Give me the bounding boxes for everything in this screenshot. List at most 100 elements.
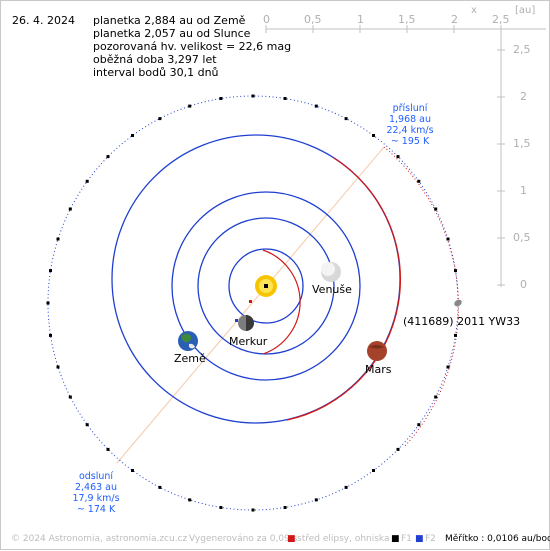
earth-orbit bbox=[171, 191, 361, 381]
axis-y bbox=[497, 29, 505, 287]
info-sun-distance: planetka 2,057 au od Slunce bbox=[93, 27, 251, 40]
venus-label: Venuše bbox=[312, 283, 352, 296]
asteroid-orbit-red-part bbox=[383, 146, 459, 447]
generated-time: Vygenerováno za 0,09 s bbox=[189, 534, 298, 544]
interval-point bbox=[68, 395, 72, 399]
interval-point bbox=[446, 365, 450, 369]
aphelion-speed: 17,9 km/s bbox=[72, 493, 120, 504]
interval-point bbox=[446, 237, 450, 241]
interval-point bbox=[251, 94, 255, 98]
interval-point bbox=[283, 97, 287, 100]
aphelion-label: odsluní 2,463 au 17,9 km/s ~ 174 K bbox=[69, 471, 123, 515]
x-tick-label: 2 bbox=[451, 13, 458, 26]
legend-f1-marker: ■ bbox=[391, 534, 400, 544]
interval-point bbox=[396, 447, 400, 451]
x-tick-label: 1,5 bbox=[398, 13, 416, 26]
x-tick-label: 2,5 bbox=[492, 13, 510, 26]
interval-point bbox=[251, 508, 255, 512]
scale-label: Měřítko : 0,0106 au/bod bbox=[445, 534, 550, 544]
interval-points bbox=[46, 94, 460, 512]
interval-point bbox=[219, 506, 223, 509]
interval-point bbox=[454, 269, 457, 273]
interval-point bbox=[85, 179, 89, 183]
legend-f2-label: F2 bbox=[425, 534, 436, 544]
interval-point bbox=[434, 395, 438, 399]
interval-point bbox=[372, 469, 375, 472]
focus-f2-marker bbox=[235, 319, 238, 322]
ellipse-center-marker bbox=[249, 300, 252, 303]
info-period: oběžná doba 3,297 let bbox=[93, 53, 217, 66]
info-earth-distance: planetka 2,884 au od Země bbox=[93, 14, 246, 27]
aphelion-distance: 2,463 au bbox=[74, 482, 118, 493]
interval-point bbox=[158, 485, 162, 489]
inner-red-arc bbox=[262, 249, 301, 355]
interval-point bbox=[344, 117, 348, 121]
interval-point bbox=[106, 155, 110, 159]
interval-point bbox=[49, 333, 52, 337]
date-label: 26. 4. 2024 bbox=[12, 14, 75, 27]
venus-icon bbox=[321, 262, 341, 282]
y-tick-label: 1,5 bbox=[513, 137, 531, 150]
earth-icon bbox=[178, 331, 198, 351]
x-tick-label: 1 bbox=[357, 13, 364, 26]
perihelion-distance: 1,968 au bbox=[388, 114, 432, 125]
mars-icon bbox=[367, 341, 387, 361]
interval-point bbox=[188, 104, 192, 108]
legend-f2-marker: ■ bbox=[415, 534, 424, 544]
info-panel: planetka 2,884 au od Země planetka 2,057… bbox=[93, 14, 291, 79]
interval-point bbox=[188, 498, 192, 502]
interval-point bbox=[56, 365, 60, 369]
copyright-text: © 2024 Astronomia, astronomia.zcu.cz bbox=[11, 534, 188, 544]
asteroid-label: (411689) 2011 YW33 bbox=[403, 315, 521, 328]
interval-point bbox=[49, 269, 52, 273]
info-magnitude: pozorovaná hv. velikost = 22,6 mag bbox=[93, 40, 292, 53]
axis-x bbox=[265, 25, 546, 33]
x-axis-unit: x bbox=[471, 5, 477, 16]
interval-point bbox=[219, 97, 223, 100]
y-axis-unit: [au] bbox=[515, 5, 536, 16]
legend-center-marker: ■ bbox=[287, 534, 296, 544]
y-tick-label: 1 bbox=[520, 184, 527, 197]
perihelion-title: přísluní bbox=[392, 103, 428, 114]
x-tick-label: 0,5 bbox=[304, 13, 322, 26]
interval-point bbox=[372, 134, 375, 137]
interval-point bbox=[158, 117, 162, 121]
mercury-icon bbox=[238, 315, 254, 331]
info-interval: interval bodů 30,1 dnů bbox=[93, 66, 219, 79]
interval-point bbox=[56, 237, 60, 241]
interval-point bbox=[396, 155, 400, 159]
interval-point bbox=[106, 447, 110, 451]
x-tick-label: 0 bbox=[263, 13, 270, 26]
mercury-orbit bbox=[228, 248, 304, 324]
interval-point bbox=[68, 207, 72, 211]
earth-label: Země bbox=[174, 352, 206, 365]
legend-center-label: střed elipsy, ohniska bbox=[297, 534, 390, 544]
mercury-label: Merkur bbox=[229, 335, 268, 348]
interval-point bbox=[314, 104, 318, 108]
interval-point bbox=[85, 423, 89, 427]
interval-point bbox=[283, 506, 287, 509]
mars-orbit-red-arc bbox=[286, 157, 401, 421]
interval-point bbox=[131, 469, 134, 472]
interval-point bbox=[131, 134, 134, 137]
aphelion-title: odsluní bbox=[78, 471, 114, 482]
interval-point bbox=[46, 301, 50, 305]
interval-point bbox=[454, 333, 457, 337]
perihelion-speed: 22,4 km/s bbox=[386, 125, 434, 136]
legend-f1-label: F1 bbox=[401, 534, 412, 544]
perihelion-label: přísluní 1,968 au 22,4 km/s ~ 195 K bbox=[383, 103, 437, 147]
apsides-line bbox=[116, 146, 385, 464]
interval-point bbox=[344, 485, 348, 489]
y-tick-label: 0,5 bbox=[513, 231, 531, 244]
interval-point bbox=[314, 498, 318, 502]
y-tick-label: 2 bbox=[520, 90, 527, 103]
y-tick-label: 0 bbox=[520, 278, 527, 291]
perihelion-temp: ~ 195 K bbox=[390, 136, 430, 147]
sun-icon bbox=[255, 275, 277, 297]
interval-point bbox=[417, 179, 421, 183]
asteroid-icon bbox=[454, 299, 462, 307]
interval-point bbox=[434, 207, 438, 211]
venus-orbit bbox=[197, 217, 335, 355]
